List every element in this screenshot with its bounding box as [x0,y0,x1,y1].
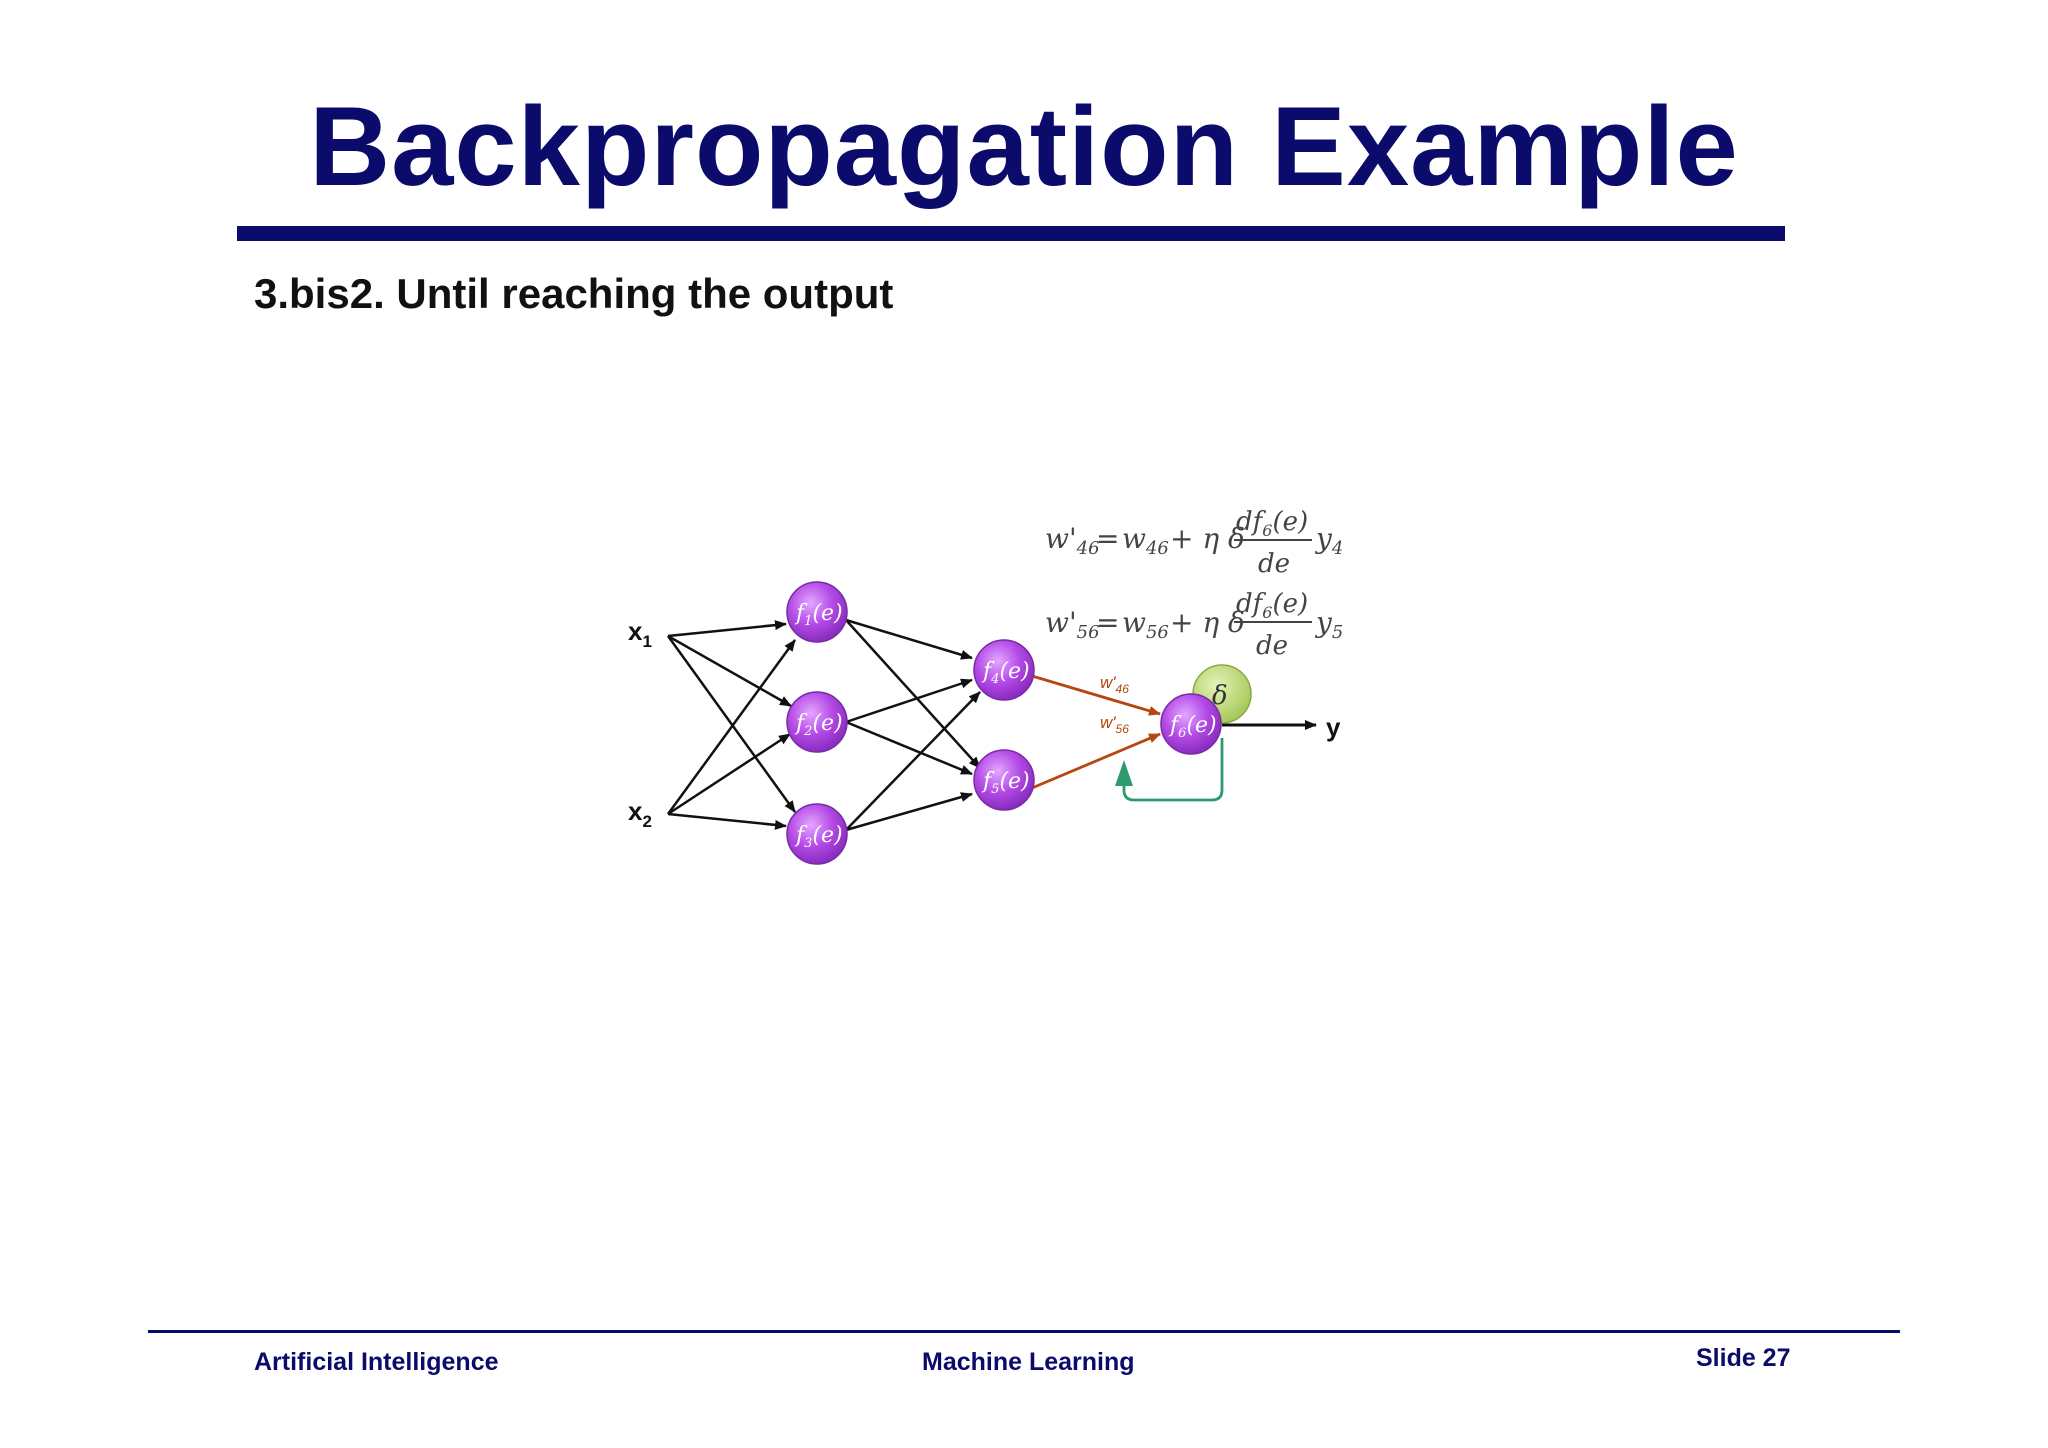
edge-f3-f5 [845,792,973,832]
edge-x1-f1 [667,620,787,638]
weight-update-equation-46: w'46 = w46 + η δ df6(e) de y4 [1045,507,1343,579]
eq1-den: de [1258,549,1290,579]
neuron-f2: f2(e) [786,691,848,753]
eq2-rhs-sub: 56 [1146,622,1169,643]
eq2-num-e: (e) [1272,589,1308,619]
svg-text:f4(e): f4(e) [981,659,1030,687]
eq1-tail: y [1314,522,1333,555]
svg-text:f2(e): f2(e) [794,711,843,739]
input-x2-label: x2 [628,796,652,831]
svg-text:f5(e): f5(e) [981,769,1030,797]
footer-slide-number: Slide 27 [1696,1344,1791,1372]
neuron-f3: f3(e) [786,803,848,865]
eq2-tail: y [1314,606,1333,639]
eq2-num: df [1236,589,1267,619]
feedback-arrowhead [1115,760,1133,786]
svg-text:df6(e): df6(e) [1236,507,1308,540]
edge-f5-f6 [1031,732,1161,790]
edge-x1-f2 [667,634,792,708]
edge-f1-f5 [845,619,981,769]
edge-label-w56: w'56 [1100,713,1129,736]
eq2-lhs-sub: 56 [1077,622,1100,643]
delta-symbol: δ [1212,681,1228,711]
svg-text:f6(e): f6(e) [1168,713,1217,741]
neuron-f6: f6(e) [1160,693,1222,755]
edge-f2-f4 [845,678,973,724]
eq2-tail-sub: 5 [1332,622,1343,643]
eq2-den: de [1256,631,1288,661]
edge-f1-f4 [845,618,973,660]
edge-f2-f5 [845,720,973,776]
eq2-rhs-w: w [1122,606,1146,639]
edge-label-w46: w'46 [1100,673,1129,696]
edge-f3-f4 [845,691,981,831]
svg-text:y5: y5 [1314,606,1343,643]
eq2-equals: = [1096,606,1119,639]
title-underline [237,226,1785,241]
svg-text:f3(e): f3(e) [794,823,843,851]
svg-text:df6(e): df6(e) [1236,589,1308,622]
svg-text:w46: w46 [1122,522,1169,559]
eq1-lhs-w: w' [1045,522,1077,555]
eq2-lhs-w: w' [1045,606,1077,639]
edge-x2-f1 [666,639,797,815]
weight-update-equation-56: w'56 = w56 + η δ df6(e) de y5 [1045,589,1343,661]
eq1-tail-sub: 4 [1331,538,1343,559]
footer-topic: Machine Learning [922,1348,1135,1376]
eq2-num-sub: 6 [1262,603,1272,622]
edge-x2-f2 [667,732,791,816]
footer-course-name: Artificial Intelligence [254,1348,499,1376]
svg-text:w'46: w'46 [1045,522,1100,559]
eq1-num-e: (e) [1272,507,1308,537]
edge-f4-f6 [1031,674,1161,716]
slide-title: Backpropagation Example [309,84,1739,209]
feedback-loop [1122,738,1224,802]
neuron-f4: f4(e) [973,639,1035,701]
eq1-num: df [1236,507,1267,537]
input-x1-label: x1 [628,616,652,651]
eq1-plus-eta-delta: + η δ [1170,522,1245,555]
eq2-plus-eta-delta: + η δ [1170,606,1245,639]
svg-text:f1(e): f1(e) [794,601,843,629]
eq1-rhs-w: w [1122,522,1146,555]
edge-x2-f3 [667,812,787,830]
svg-text:y4: y4 [1314,522,1343,559]
neuron-f5: f5(e) [973,749,1035,811]
output-y-label: y [1326,712,1341,742]
slide-subtitle: 3.bis2. Until reaching the output [254,270,894,317]
svg-text:w'56: w'56 [1045,606,1100,643]
eq1-equals: = [1096,522,1119,555]
edge-x1-f3 [666,635,797,813]
eq1-lhs-sub: 46 [1076,538,1100,559]
eq1-num-sub: 6 [1262,521,1272,540]
neuron-f1: f1(e) [786,581,848,643]
eq1-rhs-sub: 46 [1145,538,1169,559]
edges-hidden1-to-hidden2 [845,618,981,832]
edges-updated-weights [1031,674,1161,790]
footer-rule [148,1330,1900,1333]
edges-input-to-hidden1 [666,620,797,830]
svg-text:w56: w56 [1122,606,1169,643]
